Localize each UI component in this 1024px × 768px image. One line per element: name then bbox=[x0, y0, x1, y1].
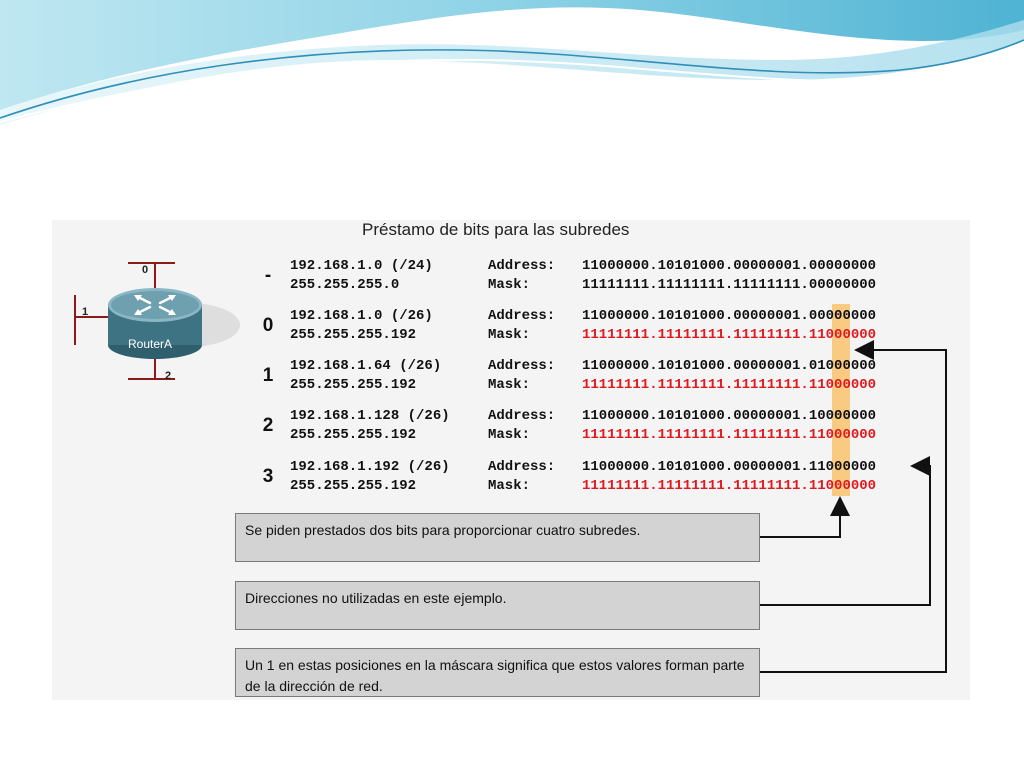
row-index: 0 bbox=[262, 315, 274, 336]
note-network-portion: Un 1 en estas posiciones en la máscara s… bbox=[235, 648, 760, 697]
mask-binary: 11111111.11111111.11111111.11000000 bbox=[582, 377, 877, 393]
address-label: Address: bbox=[488, 258, 556, 274]
mask-label: Mask: bbox=[488, 277, 531, 293]
row-index: - bbox=[264, 265, 272, 286]
mask-label: Mask: bbox=[488, 377, 531, 393]
network-address: 192.168.1.64 (/26) bbox=[290, 358, 442, 374]
subnet-mask: 255.255.255.192 bbox=[290, 427, 417, 443]
address-binary: 11000000.10101000.00000001.11000000 bbox=[582, 459, 877, 475]
subnet-mask: 255.255.255.192 bbox=[290, 478, 417, 494]
note-unused-addresses: Direcciones no utilizadas en este ejempl… bbox=[235, 581, 760, 630]
address-label: Address: bbox=[488, 308, 556, 324]
network-address: 192.168.1.128 (/26) bbox=[290, 408, 450, 424]
mask-binary: 11111111.11111111.11111111.11000000 bbox=[582, 478, 877, 494]
mask-label: Mask: bbox=[488, 427, 531, 443]
row-index: 3 bbox=[262, 466, 274, 487]
subnet-mask: 255.255.255.192 bbox=[290, 327, 417, 343]
subnet-mask: 255.255.255.192 bbox=[290, 377, 417, 393]
router-port-0-label: 0 bbox=[142, 264, 149, 276]
row-index: 2 bbox=[262, 415, 274, 436]
note-borrowed-bits: Se piden prestados dos bits para proporc… bbox=[235, 513, 760, 562]
router-diagram bbox=[74, 262, 240, 380]
network-address: 192.168.1.0 (/26) bbox=[290, 308, 433, 324]
mask-binary: 11111111.11111111.11111111.00000000 bbox=[582, 277, 877, 293]
address-label: Address: bbox=[488, 358, 556, 374]
mask-label: Mask: bbox=[488, 478, 531, 494]
mask-binary: 11111111.11111111.11111111.11000000 bbox=[582, 327, 877, 343]
address-binary: 11000000.10101000.00000001.01000000 bbox=[582, 358, 877, 374]
mask-label: Mask: bbox=[488, 327, 531, 343]
header-wave-decoration bbox=[0, 0, 1024, 125]
address-label: Address: bbox=[488, 408, 556, 424]
row-index: 1 bbox=[262, 365, 274, 386]
address-binary: 11000000.10101000.00000001.10000000 bbox=[582, 408, 877, 424]
network-address: 192.168.1.0 (/24) bbox=[290, 258, 433, 274]
subnet-mask: 255.255.255.0 bbox=[290, 277, 400, 293]
address-binary: 11000000.10101000.00000001.00000000 bbox=[582, 308, 877, 324]
address-binary: 11000000.10101000.00000001.00000000 bbox=[582, 258, 877, 274]
mask-binary: 11111111.11111111.11111111.11000000 bbox=[582, 427, 877, 443]
router-label: RouterA bbox=[128, 337, 173, 351]
router-port-1-label: 1 bbox=[82, 306, 89, 318]
network-address: 192.168.1.192 (/26) bbox=[290, 459, 450, 475]
diagram-title: Préstamo de bits para las subredes bbox=[362, 220, 630, 239]
router-port-2-label: 2 bbox=[165, 370, 172, 382]
address-label: Address: bbox=[488, 459, 556, 475]
